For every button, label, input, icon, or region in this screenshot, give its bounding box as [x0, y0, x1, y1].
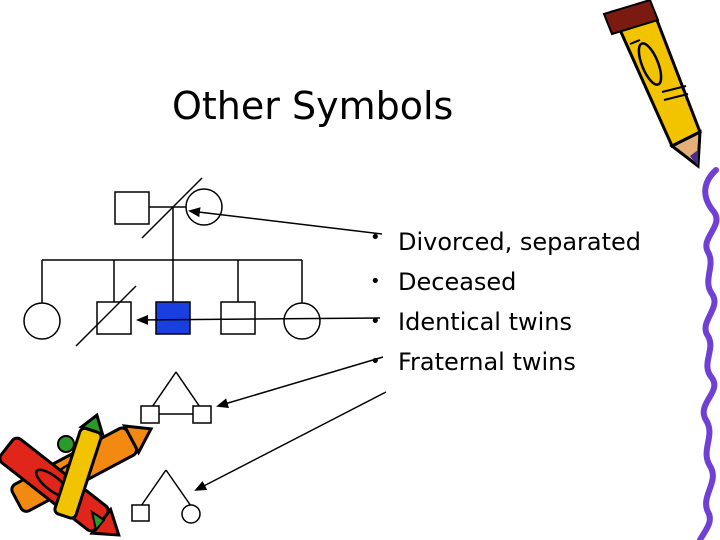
slide-title: Other Symbols: [172, 84, 453, 128]
fraternal-twins-symbol: [132, 470, 200, 523]
bullet-item: • Fraternal twins: [368, 342, 658, 382]
bullet-item: • Deceased: [368, 262, 658, 302]
arrow-fraternal-twins: [196, 392, 386, 490]
bullet-text: Identical twins: [398, 308, 572, 336]
bullet-marker: •: [370, 222, 381, 254]
male-symbol: [221, 302, 255, 334]
pedigree-divorced-couple: [24, 178, 320, 346]
arrow-divorced: [190, 211, 382, 234]
identical-twins-symbol: [141, 372, 211, 423]
bullet-marker: •: [370, 262, 381, 302]
bullet-list: • Divorced, separated • Deceased • Ident…: [368, 222, 658, 382]
female-symbol: [24, 303, 60, 339]
female-symbol: [186, 189, 222, 225]
female-symbol: [284, 303, 320, 339]
arrow-identical-twins: [218, 357, 383, 406]
bullet-text: Deceased: [398, 268, 516, 296]
male-symbol: [115, 192, 149, 224]
pointer-arrows: [138, 211, 386, 490]
male-symbol: [193, 406, 211, 423]
bullet-text: Fraternal twins: [398, 348, 576, 376]
male-symbol: [97, 302, 131, 334]
bullet-text: Divorced, separated: [398, 228, 641, 256]
pencil-clipart: [604, 0, 700, 166]
bullet-item: • Identical twins: [368, 302, 658, 342]
male-symbol: [132, 505, 149, 521]
bullet-item: • Divorced, separated: [368, 222, 658, 262]
male-symbol: [141, 406, 159, 423]
bullet-marker: •: [370, 302, 381, 342]
purple-squiggle-decoration: [700, 170, 716, 540]
female-symbol: [182, 505, 200, 523]
affected-deceased-male-symbol: [156, 302, 190, 334]
bullet-marker: •: [370, 342, 381, 382]
